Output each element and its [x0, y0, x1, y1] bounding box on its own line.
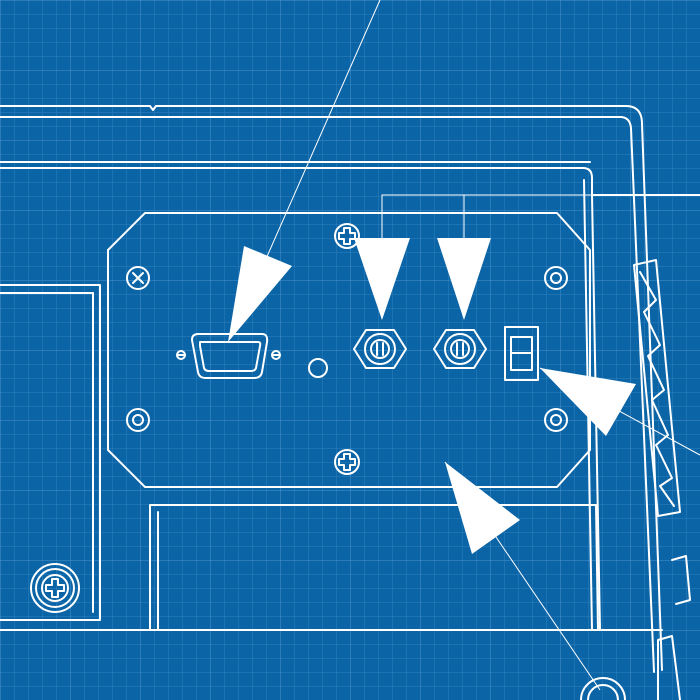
side-knob	[671, 555, 691, 605]
side-rail	[633, 259, 681, 517]
phillips-screw-top	[334, 223, 360, 249]
coax-connector-left	[353, 329, 407, 369]
serial-port-connector	[176, 333, 281, 379]
phillips-screw-bottom	[334, 449, 360, 475]
plate-screw-bottom-right	[544, 408, 568, 432]
callout-arrow-serial	[228, 246, 292, 342]
housing-outline	[0, 105, 700, 673]
plate-screw-top-right	[544, 266, 568, 290]
bottom-cover	[149, 504, 599, 631]
connector-plate	[107, 212, 591, 488]
plate-screw-bottom-left	[126, 408, 150, 432]
callout-arrow-coax-right	[437, 238, 491, 320]
bottom-right-bracket	[657, 635, 681, 700]
plate-screw-top-left	[126, 266, 150, 290]
callout-arrow-switch	[540, 368, 636, 436]
left-side-panel	[0, 284, 101, 621]
mount-screw-bottom-right	[580, 677, 626, 700]
power-switch	[504, 326, 539, 381]
indicator-hole	[308, 358, 328, 378]
callout-arrow-coax-left	[354, 238, 410, 320]
mount-screw-bottom-left	[30, 563, 80, 613]
callout-arrow-cover	[445, 462, 520, 554]
coax-connector-right	[433, 329, 487, 369]
